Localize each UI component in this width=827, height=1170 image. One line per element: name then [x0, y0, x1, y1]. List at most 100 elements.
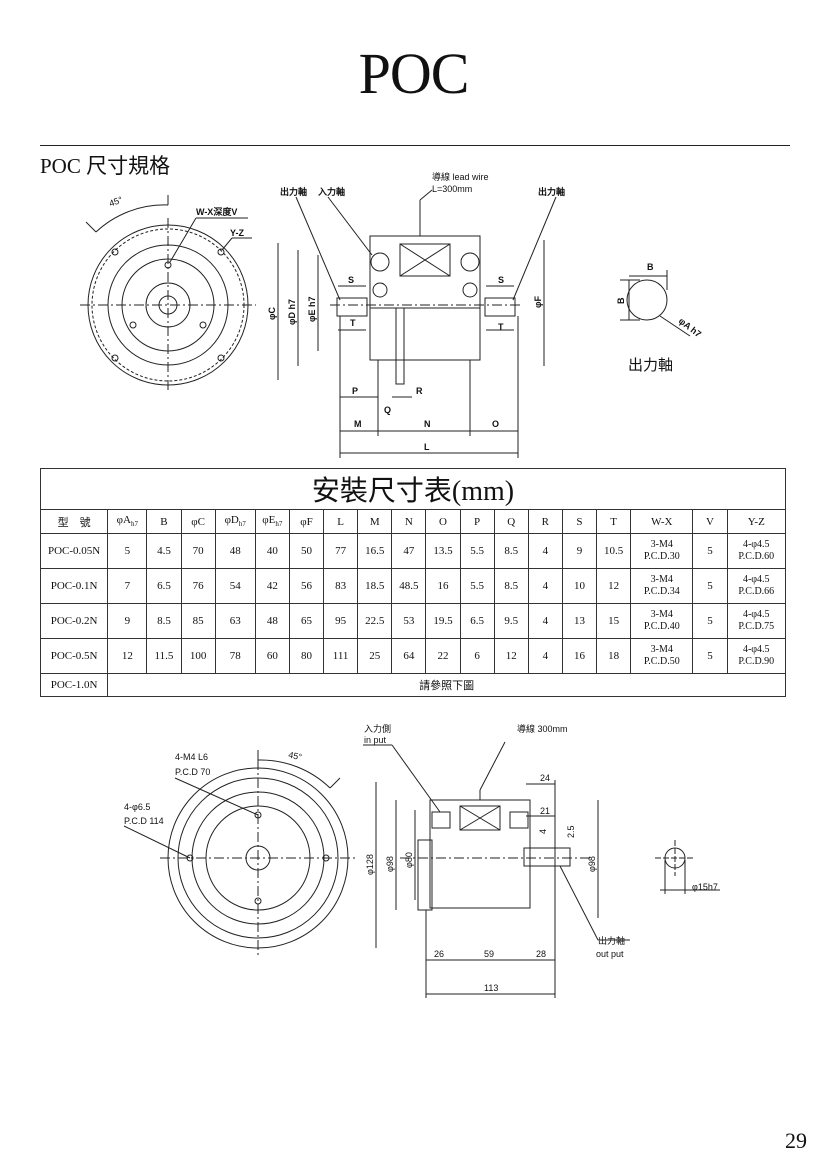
value-cell: 53 — [391, 603, 427, 639]
dim-n: N — [424, 419, 431, 429]
model-cell: POC-0.05N — [39, 533, 109, 569]
out-shaft-label-left: 出力軸 — [280, 186, 307, 197]
value-cell: 18 — [596, 638, 632, 674]
value-cell: 12 — [107, 638, 148, 674]
value-cell: 60 — [254, 638, 290, 674]
value-cell: 76 — [180, 568, 216, 604]
dim-128: φ128 — [365, 854, 375, 875]
dim-113: 113 — [484, 983, 498, 993]
value-cell: 80 — [288, 638, 325, 674]
lead-length-label-2: 導線 300mm — [517, 723, 568, 734]
yz-label: Y-Z — [230, 228, 245, 238]
column-header: φDh7 — [214, 509, 256, 534]
value-cell: 70 — [180, 533, 216, 569]
dimension-drawing-bottom: 4-M4 L6 P.C.D 70 45° 4-φ6.5 P.C.D 114 入力… — [123, 723, 720, 998]
column-header: 型 號 — [39, 509, 109, 534]
value-cell: 65 — [288, 603, 325, 639]
column-header: Y-Z — [726, 509, 787, 534]
value-cell: 48 — [254, 603, 290, 639]
wx-label: W-X深度V — [196, 206, 237, 217]
value-cell: 16.5 — [357, 533, 393, 569]
column-header: φEh7 — [254, 509, 290, 534]
table-caption: 安裝尺寸表(mm) — [40, 468, 786, 510]
dim-26: 26 — [434, 949, 444, 959]
model-cell: POC-1.0N — [39, 673, 109, 697]
lead-length-label: L=300mm — [432, 184, 472, 194]
value-cell: 4 — [527, 533, 563, 569]
pcd70-label: P.C.D 70 — [175, 767, 210, 777]
value-cell: 5 — [692, 638, 728, 674]
lead-wire-label: 導線 lead wire — [432, 171, 489, 182]
page-number: 29 — [785, 1128, 807, 1153]
dim-98-left: φ98 — [385, 856, 395, 872]
dim-d: φD h7 — [287, 299, 297, 325]
dim-r: R — [416, 386, 423, 396]
column-header: V — [692, 509, 728, 534]
dim-o: O — [492, 419, 499, 429]
dim-e: φE h7 — [307, 297, 317, 322]
title-divider — [40, 145, 790, 146]
dim-59: 59 — [484, 949, 494, 959]
pcd114-label: P.C.D 114 — [124, 816, 164, 826]
dim-s-right: S — [498, 275, 504, 285]
output-en-label: out put — [596, 949, 624, 959]
model-cell: POC-0.5N — [39, 638, 109, 674]
value-cell: 8.5 — [493, 533, 529, 569]
value-cell: 15 — [596, 603, 632, 639]
angle-label-2: 45° — [287, 750, 303, 763]
value-cell: 56 — [288, 568, 325, 604]
in-shaft-label: 入力軸 — [317, 186, 345, 197]
out-shaft-label-right: 出力軸 — [538, 186, 565, 197]
value-cell: 6.5 — [146, 568, 182, 604]
shaft-b-left: B — [616, 297, 626, 304]
input-cn-label: 入力側 — [364, 723, 391, 734]
value-cell: 13 — [561, 603, 598, 639]
value-cell: 111 — [323, 638, 359, 674]
table-row: POC-1.0N 請參照下圖 — [39, 673, 786, 697]
dim-2-5: 2.5 — [566, 825, 576, 838]
hole-label: 4-φ6.5 — [124, 802, 150, 812]
value-cell: 50 — [288, 533, 325, 569]
dim-98-right: φ98 — [587, 856, 597, 872]
input-en-label: in put — [364, 735, 387, 745]
dim-t-left: T — [350, 318, 356, 328]
value-cell: 8.5 — [146, 603, 182, 639]
dim-q: Q — [384, 405, 391, 415]
dim-28: 28 — [536, 949, 546, 959]
angle-label: 45° — [108, 194, 125, 208]
dim-24: 24 — [540, 773, 550, 783]
section-title: POC 尺寸規格 — [40, 154, 171, 178]
shaft15-label: φ15h7 — [692, 882, 718, 892]
value-cell: 40 — [254, 533, 290, 569]
poc10-side-body — [429, 799, 531, 909]
page-title: POC — [358, 41, 470, 106]
value-cell: 12 — [493, 638, 529, 674]
output-cn-label: 出力軸 — [598, 935, 625, 946]
m4-label: 4-M4 L6 — [175, 752, 208, 762]
value-cell: 4.5 — [146, 533, 182, 569]
dim-f: φF — [533, 296, 543, 308]
dim-c: φC — [267, 307, 277, 320]
dim-m: M — [354, 419, 362, 429]
value-cell: 11.5 — [146, 638, 182, 674]
value-cell: 5 — [692, 568, 728, 604]
dim-s-left: S — [348, 275, 354, 285]
value-cell: 10 — [561, 568, 598, 604]
dim-t-right: T — [498, 322, 504, 332]
dim-l: L — [424, 442, 430, 452]
value-cell: 9.5 — [493, 603, 529, 639]
value-cell: 47 — [391, 533, 427, 569]
note-cell: 請參照下圖 — [107, 673, 786, 697]
shaft-circle — [626, 279, 668, 321]
